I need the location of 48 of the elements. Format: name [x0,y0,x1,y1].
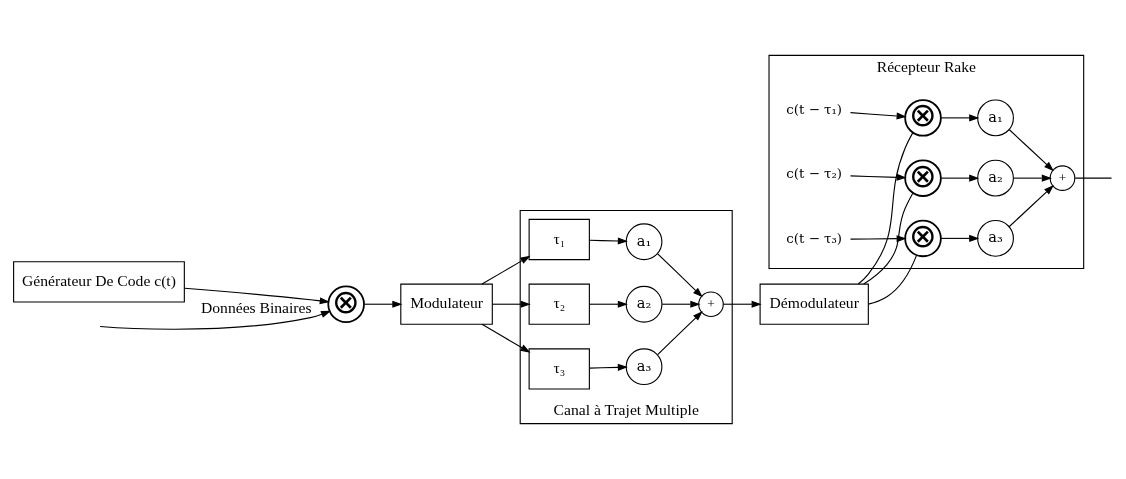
node-circle: a₃ [977,219,1014,257]
connector [863,192,914,285]
node-circle: ⊗ [904,99,942,137]
edge-label: Données Binaires [201,299,312,317]
connector [1074,177,1113,179]
arrow [99,310,332,330]
arrow [940,234,980,242]
arrow [940,174,980,182]
node-circle: ⊗ [904,159,942,197]
connector [867,254,918,305]
node-circle: a₂ [977,159,1014,197]
arrow [722,300,762,308]
node-circle: a₃ [625,348,663,386]
arrow [1013,174,1052,182]
arrow [481,323,531,353]
arrow [657,253,703,298]
arrow [657,311,703,356]
node-circle: a₂ [625,285,663,323]
node-box: τ₁ [528,218,590,261]
node-text: c(t − τ₃) [786,230,843,246]
arrow [589,363,628,371]
node-circle: a₁ [977,99,1014,137]
node-circle: + [1049,165,1076,191]
node-circle: + [698,291,724,318]
arrow [589,237,628,245]
arrow [849,112,907,120]
arrow [492,300,531,308]
arrow [849,173,907,181]
arrow [940,114,980,122]
node-box: τ₃ [528,348,590,390]
node-box: τ₂ [528,283,590,325]
node-box: Générateur De Code c(t) [13,261,185,303]
arrow [589,300,628,308]
node-circle: a₁ [625,223,663,261]
node-text: c(t − τ₁) [786,101,843,117]
node-circle: ⊗ [327,285,365,323]
connector [857,132,914,285]
node-circle: ⊗ [904,219,942,258]
node-box: Démodulateur [759,283,869,325]
arrow [849,235,907,243]
arrow [661,300,701,308]
node-box: Modulateur [400,283,493,325]
arrow [1008,128,1054,172]
node-text: c(t − τ₂) [786,166,843,182]
arrow [184,287,330,305]
arrow [363,300,403,308]
arrow [481,255,531,285]
arrow [1008,185,1054,228]
